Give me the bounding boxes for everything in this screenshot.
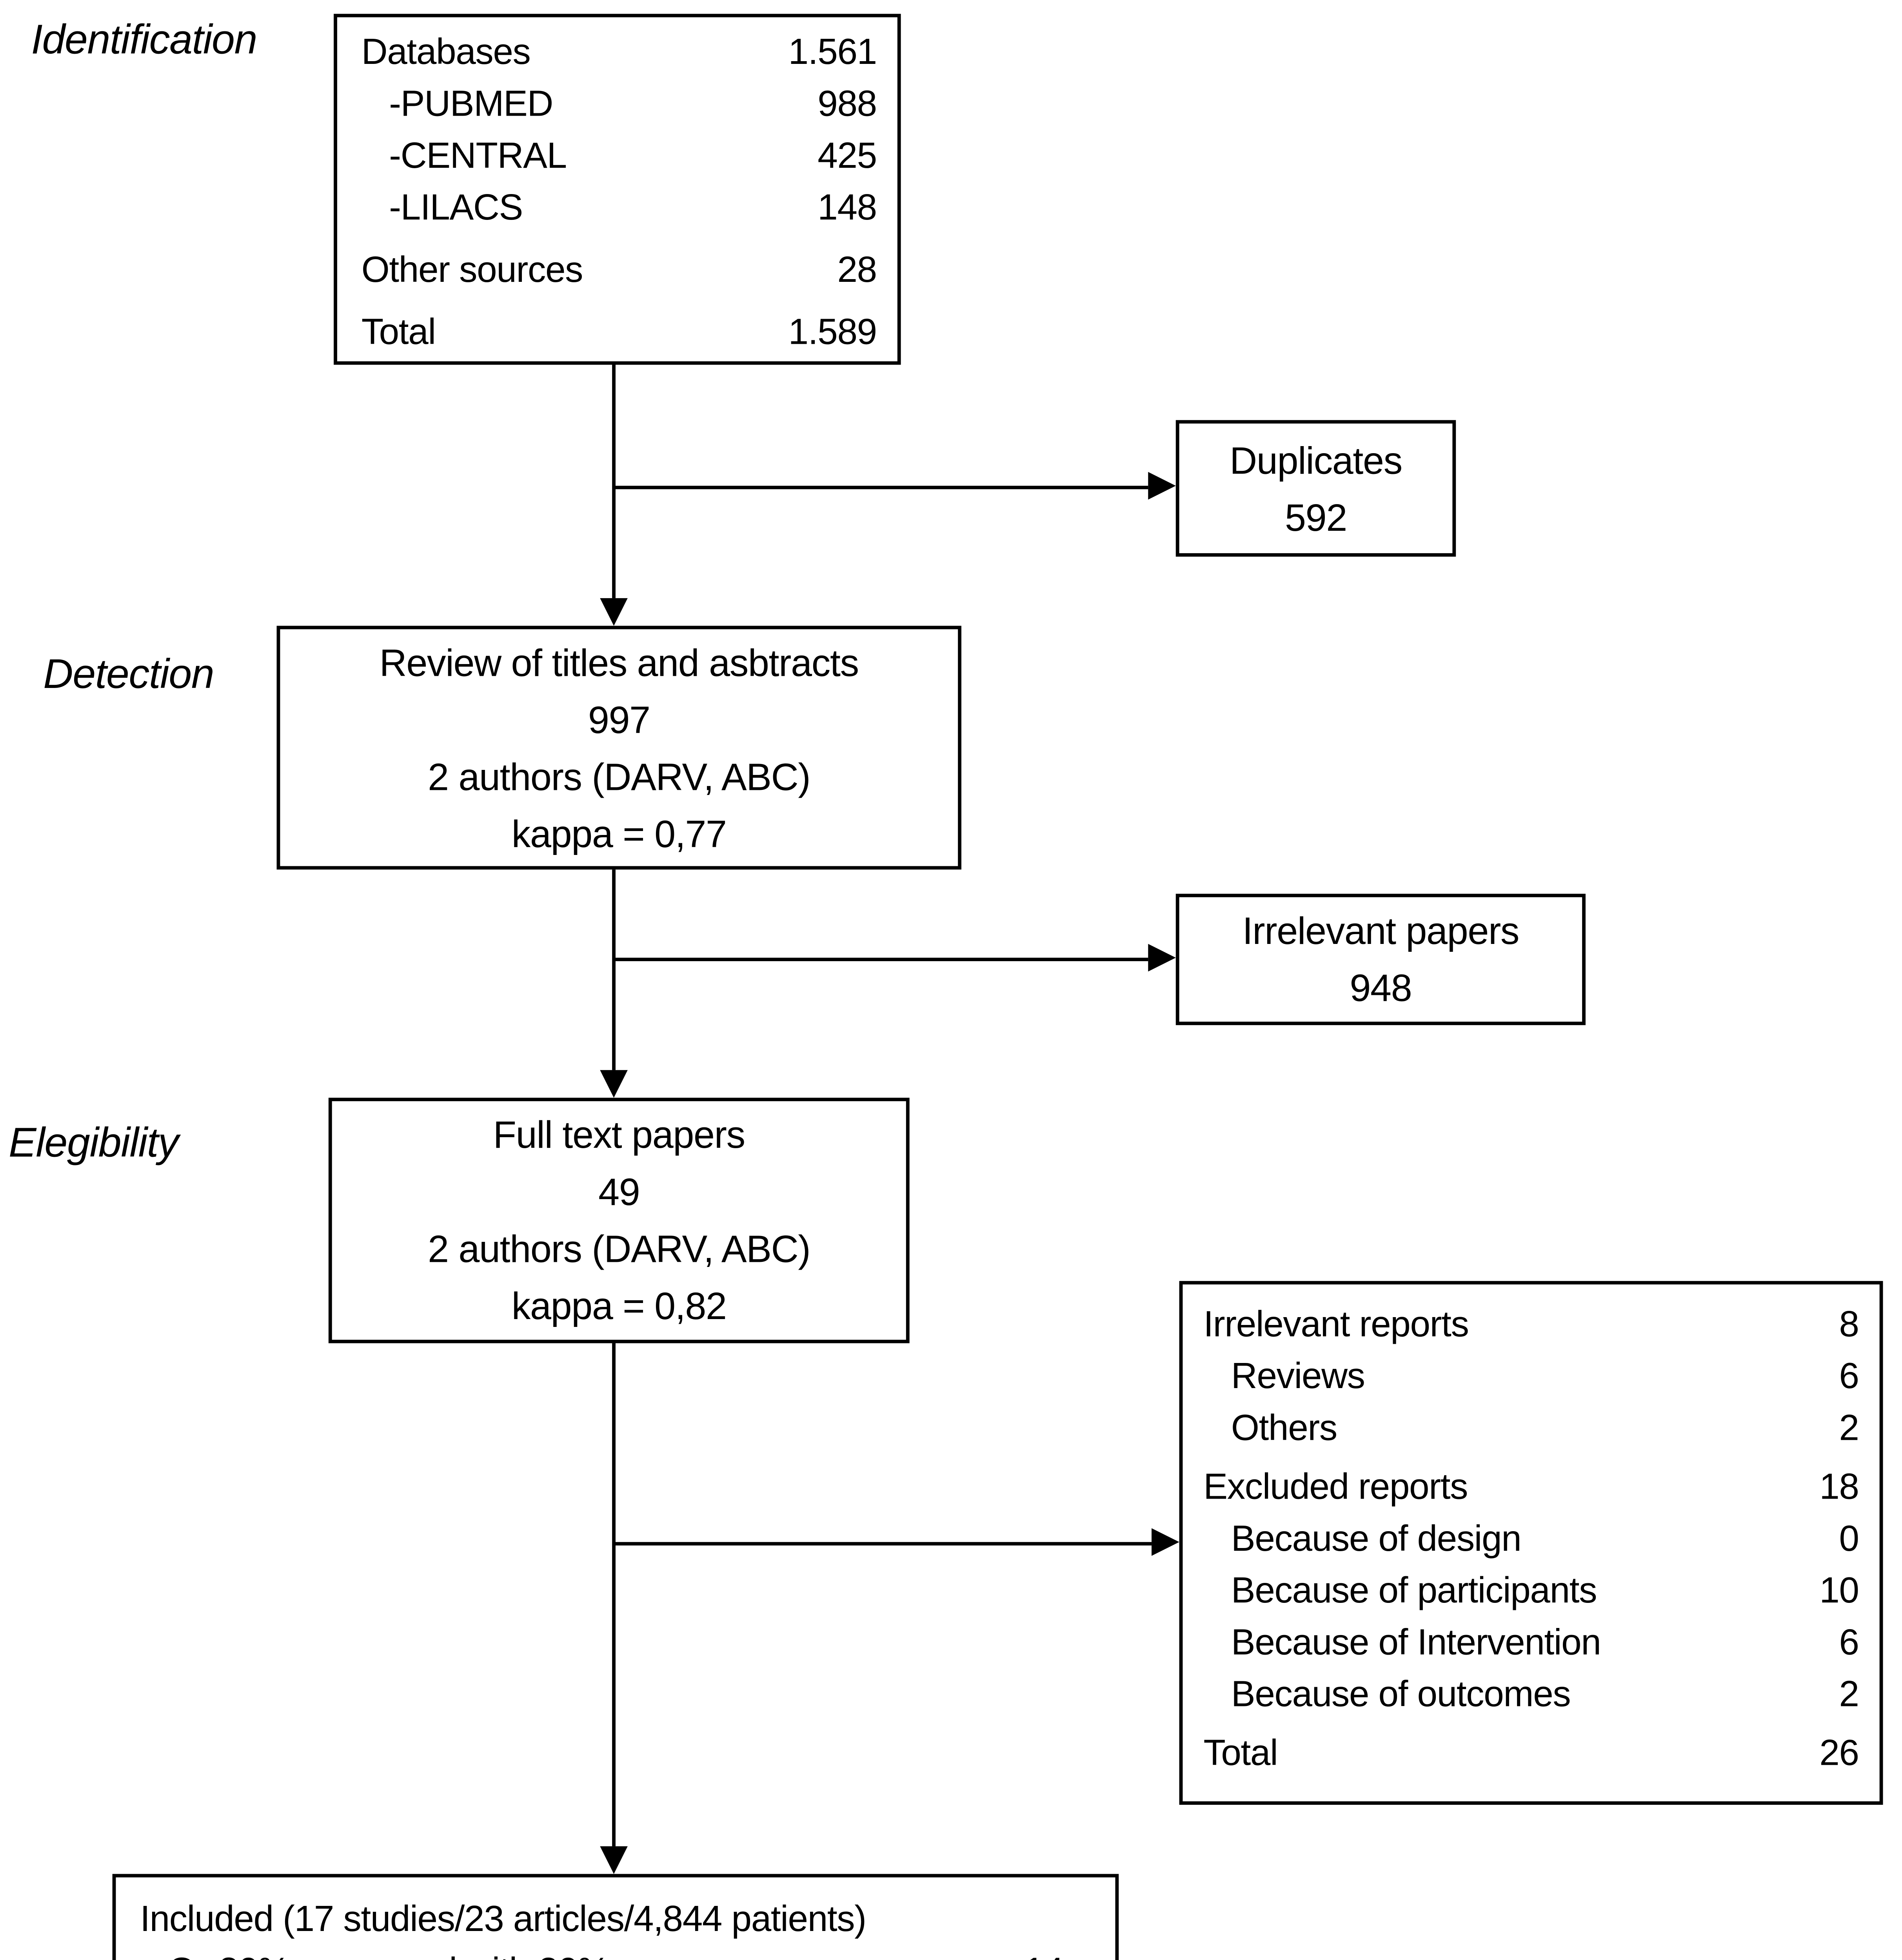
row-label: Irrelevant reports (1203, 1305, 1469, 1345)
row-value: 0 (1839, 1519, 1860, 1559)
row-value: 2 (1839, 1675, 1860, 1715)
row-label: Other sources (361, 250, 583, 290)
fulltext-line-authors: 2 authors (DARV, ABC) (428, 1227, 811, 1271)
row-label: Reviews (1231, 1357, 1365, 1397)
review-line-kappa: kappa = 0,77 (511, 811, 727, 855)
row-label: -PUBMED (389, 85, 553, 125)
flow-line-detection-to-elegibility (612, 869, 616, 1070)
included-box: Included (17 studies/23 articles/4,844 p… (112, 1874, 1119, 1960)
fulltext-line-title: Full text papers (493, 1113, 745, 1157)
exclusions-box: Irrelevant reports 8 Reviews 6 Others 2 … (1179, 1281, 1883, 1805)
arrow-down-to-fulltext-icon (600, 1070, 628, 1098)
flow-line-branch-irrelevant-papers (614, 958, 1148, 961)
stage-label-detection: Detection (43, 652, 214, 699)
row-label: Others (1231, 1409, 1337, 1449)
exclusions-row-participants: Because of participants 10 (1203, 1566, 1859, 1618)
flow-line-identification-to-detection (612, 365, 616, 598)
fulltext-line-count: 49 (598, 1170, 640, 1214)
row-value: 14 (1024, 1952, 1064, 1960)
row-value: 148 (817, 188, 877, 229)
row-label: Excluded reports (1203, 1468, 1468, 1508)
row-value: 1.561 (788, 33, 877, 73)
row-label: Because of Intervention (1231, 1623, 1601, 1663)
duplicates-title: Duplicates (1230, 438, 1402, 482)
review-line-title: Review of titles and asbtracts (379, 640, 859, 684)
row-value: 6 (1839, 1623, 1860, 1663)
arrow-right-to-irrelevant-papers-icon (1148, 944, 1176, 972)
included-header-row: Included (17 studies/23 articles/4,844 p… (140, 1895, 1063, 1946)
row-label: Because of participants (1231, 1571, 1597, 1612)
arrow-down-to-included-icon (600, 1846, 628, 1874)
row-value: 2 (1839, 1409, 1860, 1449)
duplicates-count: 592 (1285, 495, 1347, 539)
o2-symbol: O (168, 1952, 196, 1960)
review-line-authors: 2 authors (DARV, ABC) (428, 754, 811, 798)
irrelevant-papers-count: 948 (1350, 966, 1412, 1010)
stage-label-identification: Identification (31, 17, 257, 64)
arrow-right-to-duplicates-icon (1148, 472, 1176, 500)
databases-row-total: Total 1.589 (362, 308, 877, 359)
review-line-count: 997 (588, 697, 650, 741)
row-label: Because of outcomes (1231, 1675, 1571, 1715)
row-value: 28 (837, 250, 877, 290)
row-value: 6 (1839, 1357, 1860, 1397)
row-value: 1.589 (788, 313, 877, 353)
duplicates-box: Duplicates 592 (1175, 420, 1456, 557)
exclusions-row-reviews: Reviews 6 (1203, 1352, 1860, 1404)
fulltext-line-kappa: kappa = 0,82 (511, 1284, 727, 1328)
databases-row-central: -CENTRAL 425 (362, 131, 877, 183)
row-label: Total (1203, 1734, 1278, 1774)
flow-line-branch-exclusions (614, 1542, 1152, 1546)
included-row-o2-80-30: O2 80% compared with 30% 14 (140, 1947, 1064, 1960)
review-titles-abstracts-box: Review of titles and asbtracts 997 2 aut… (276, 626, 961, 870)
row-value: 10 (1819, 1571, 1859, 1612)
irrelevant-papers-box: Irrelevant papers 948 (1175, 893, 1586, 1025)
databases-row-total-sources: Databases 1.561 (362, 28, 877, 80)
exclusions-row-outcomes: Because of outcomes 2 (1203, 1670, 1860, 1722)
row-label: O2 80% compared with 30% (140, 1952, 610, 1960)
row-value: 988 (817, 85, 877, 125)
flow-line-elegibility-to-included (612, 1343, 616, 1846)
exclusions-row-irrelevant-reports: Irrelevant reports 8 (1203, 1300, 1860, 1352)
row-label: Because of design (1231, 1519, 1522, 1559)
databases-row-pubmed: -PUBMED 988 (362, 80, 877, 131)
stage-label-elegibility: Elegibility (9, 1120, 179, 1167)
row-label: Databases (361, 33, 531, 73)
included-header: Included (17 studies/23 articles/4,844 p… (140, 1900, 867, 1940)
exclusions-row-design: Because of design 0 (1203, 1514, 1860, 1566)
row-label-text: 80% compared with 30% (209, 1952, 610, 1960)
row-value: 18 (1819, 1468, 1859, 1508)
row-label: Total (361, 313, 436, 353)
arrow-down-to-review-icon (600, 598, 628, 626)
row-value: 425 (817, 136, 877, 176)
exclusions-row-excluded-reports: Excluded reports 18 (1203, 1463, 1859, 1514)
databases-row-lilacs: -LILACS 148 (362, 183, 877, 235)
databases-row-other-sources: Other sources 28 (362, 245, 877, 297)
databases-box: Databases 1.561 -PUBMED 988 -CENTRAL 425… (334, 14, 901, 365)
irrelevant-papers-title: Irrelevant papers (1242, 909, 1520, 953)
row-value: 8 (1839, 1305, 1860, 1345)
exclusions-row-total: Total 26 (1203, 1729, 1859, 1780)
row-label: -LILACS (389, 188, 523, 229)
flow-line-branch-duplicates (614, 486, 1148, 490)
exclusions-row-others: Others 2 (1203, 1404, 1860, 1455)
fulltext-papers-box: Full text papers 49 2 authors (DARV, ABC… (328, 1098, 910, 1343)
row-value: 26 (1819, 1734, 1859, 1774)
exclusions-row-intervention: Because of Intervention 6 (1203, 1618, 1860, 1670)
arrow-right-to-exclusions-icon (1152, 1528, 1179, 1556)
row-label: -CENTRAL (389, 136, 567, 176)
